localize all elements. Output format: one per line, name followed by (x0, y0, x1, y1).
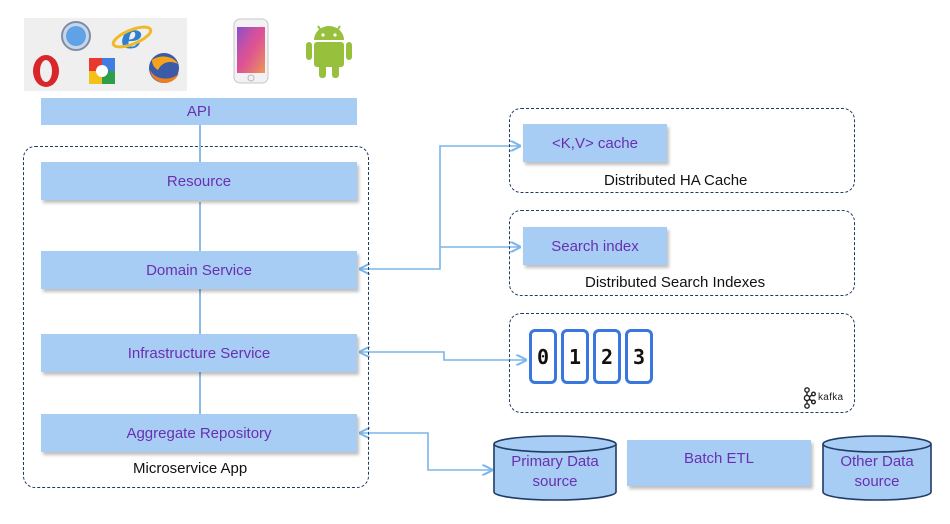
repo-to-primary-connector (360, 433, 492, 470)
other-data-line2: source (854, 473, 900, 490)
browser-logos-panel: e (24, 17, 187, 91)
kafka-partition-3: 3 (625, 329, 653, 384)
firefox-icon (149, 53, 179, 83)
api-bar: API (41, 98, 357, 125)
kafka-container (509, 313, 855, 413)
internet-explorer-icon: e (111, 17, 153, 57)
batch-etl-box: Batch ETL (627, 440, 811, 486)
other-data-label: Other Data source (821, 452, 933, 492)
primary-data-label: Primary Data source (492, 452, 618, 492)
kafka-partition-1: 1 (561, 329, 589, 384)
opera-icon (33, 55, 59, 87)
kv-cache-label: <K,V> cache (552, 134, 638, 152)
kafka-logo-icon (803, 387, 816, 409)
cache-container (509, 108, 855, 193)
iphone-icon (233, 18, 269, 84)
other-data-cylinder (822, 435, 932, 501)
api-label: API (186, 103, 212, 120)
layer-connector-1 (199, 202, 201, 252)
microservice-caption: Microservice App (133, 460, 248, 477)
search-container (509, 210, 855, 296)
kv-cache-box: <K,V> cache (523, 124, 667, 162)
infrastructure-service-label: Infrastructure Service (127, 344, 271, 362)
domain-service-label: Domain Service (146, 261, 252, 279)
batch-etl-label: Batch ETL (683, 450, 755, 467)
aggregate-repository-label: Aggregate Repository (126, 424, 272, 442)
primary-data-cylinder (493, 435, 617, 501)
primary-data-line1: Primary Data (511, 453, 599, 470)
domain-service-layer: Domain Service (41, 251, 357, 289)
chrome-icon (89, 58, 115, 84)
microservice-container (23, 146, 369, 488)
other-data-line1: Other Data (840, 453, 914, 470)
layer-connector-2 (199, 289, 201, 335)
resource-label: Resource (166, 172, 232, 190)
resource-layer: Resource (41, 162, 357, 200)
android-icon (306, 25, 352, 78)
layer-connector-api (199, 125, 201, 162)
primary-data-line2: source (532, 473, 578, 490)
infra-to-kafka-connector (360, 352, 526, 360)
cache-caption: Distributed HA Cache (604, 172, 748, 189)
kafka-brand-label: kafka (818, 392, 844, 403)
search-index-box: Search index (523, 227, 667, 265)
layer-connector-3 (199, 372, 201, 414)
infrastructure-service-layer: Infrastructure Service (41, 334, 357, 372)
kafka-partition-2: 2 (593, 329, 621, 384)
domain-to-cache-connector (360, 146, 520, 269)
kafka-partition-0: 0 (529, 329, 557, 384)
safari-icon (61, 21, 91, 51)
aggregate-repository-layer: Aggregate Repository (41, 414, 357, 452)
search-index-label: Search index (551, 237, 639, 255)
search-caption: Distributed Search Indexes (585, 274, 766, 291)
